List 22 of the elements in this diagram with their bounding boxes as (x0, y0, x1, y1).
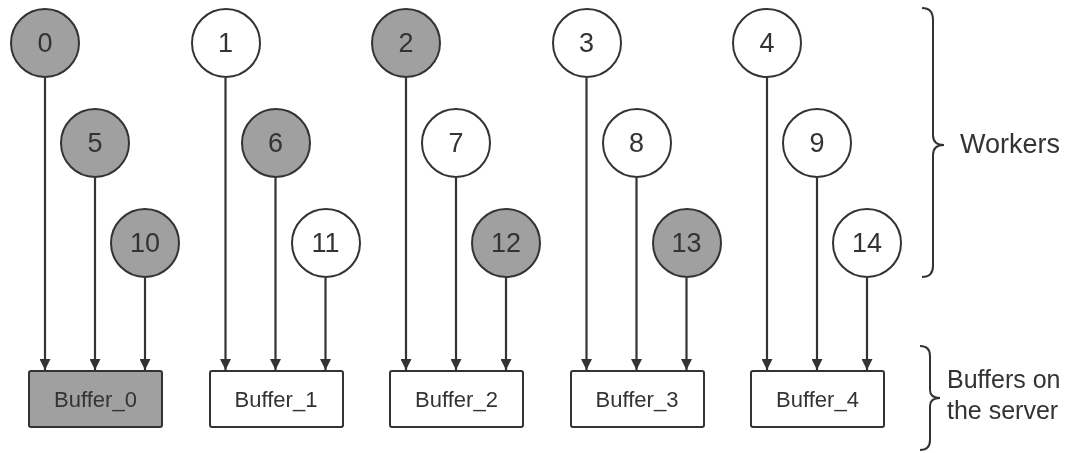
arrow (500, 278, 512, 370)
arrow (631, 178, 642, 370)
group-label: Workers (960, 128, 1060, 161)
arrow (811, 178, 823, 370)
buffer-box: Buffer_1 (208, 370, 344, 428)
buffer-box: Buffer_2 (389, 370, 524, 428)
arrow (581, 78, 592, 370)
group-label: Buffers on the server (947, 364, 1062, 426)
buffer-box: Buffer_0 (28, 370, 163, 428)
arrow (681, 278, 692, 370)
arrow (861, 278, 873, 370)
arrow (450, 178, 462, 370)
buffer-box: Buffer_3 (569, 370, 705, 428)
arrow (139, 278, 151, 370)
arrow (220, 78, 231, 370)
arrow (761, 78, 773, 370)
arrow (270, 178, 281, 370)
buffer-box: Buffer_4 (750, 370, 885, 428)
arrow (320, 278, 331, 370)
arrow (39, 78, 51, 370)
arrow (89, 178, 101, 370)
arrow (400, 78, 412, 370)
